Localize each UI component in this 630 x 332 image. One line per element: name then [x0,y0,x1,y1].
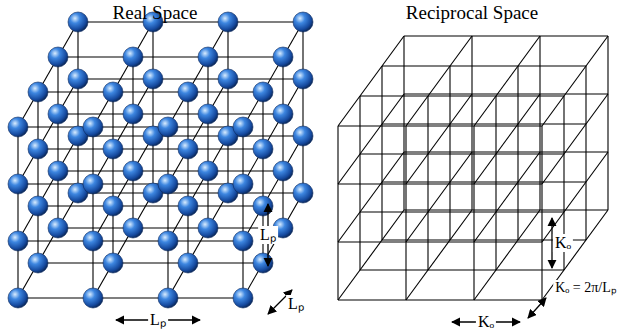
atom [178,196,198,216]
atom [48,161,68,181]
atom [273,104,293,124]
atom [103,196,123,216]
atom [8,174,28,194]
atom [158,117,178,137]
reciprocal-constant: Kₒ [476,313,496,331]
atom [103,139,123,159]
atom [253,82,273,102]
atom [103,82,123,102]
atom [253,139,273,159]
atom [123,104,143,124]
reciprocal-lattice-lines [338,36,608,300]
atom [48,218,68,238]
atom [8,117,28,137]
atom [293,183,313,203]
atom [143,69,163,89]
panel-title: Real Space [113,3,198,22]
atom [68,12,88,32]
atom [158,174,178,194]
atom [233,231,253,251]
atom [253,196,273,216]
atoms [8,12,313,308]
lattice-constant: Lₚ [286,295,306,313]
atom [28,196,48,216]
reciprocal-formula: Kₒ = 2π/Lₚ [553,280,619,296]
atom [253,253,273,273]
atom [178,253,198,273]
atom [198,104,218,124]
atom [103,253,123,273]
atom [198,47,218,67]
lattice-constant: Lₚ [148,311,168,329]
panel-title: Reciprocal Space [406,3,538,22]
atom [48,104,68,124]
atom [293,12,313,32]
atom [293,126,313,146]
atom [28,82,48,102]
atom [233,117,253,137]
atom [83,174,103,194]
atom [218,12,238,32]
dimension-arrows [116,204,552,322]
atom [158,288,178,308]
atom [178,82,198,102]
atom [83,288,103,308]
reciprocal-constant: Kₒ [553,234,573,252]
atom [28,139,48,159]
atom [273,161,293,181]
real-lattice-lines [18,22,303,298]
atom [68,69,88,89]
atom [123,47,143,67]
atom [48,47,68,67]
atom [83,117,103,137]
atom [233,174,253,194]
atom [8,288,28,308]
atom [123,218,143,238]
atom [198,161,218,181]
lattice-constant: Lₚ [258,226,278,244]
atom [83,231,103,251]
atom [233,288,253,308]
atom [8,231,28,251]
atom [198,218,218,238]
atom [28,253,48,273]
atom [158,231,178,251]
atom [293,69,313,89]
atom [273,47,293,67]
atom [123,161,143,181]
atom [218,69,238,89]
atom [178,139,198,159]
